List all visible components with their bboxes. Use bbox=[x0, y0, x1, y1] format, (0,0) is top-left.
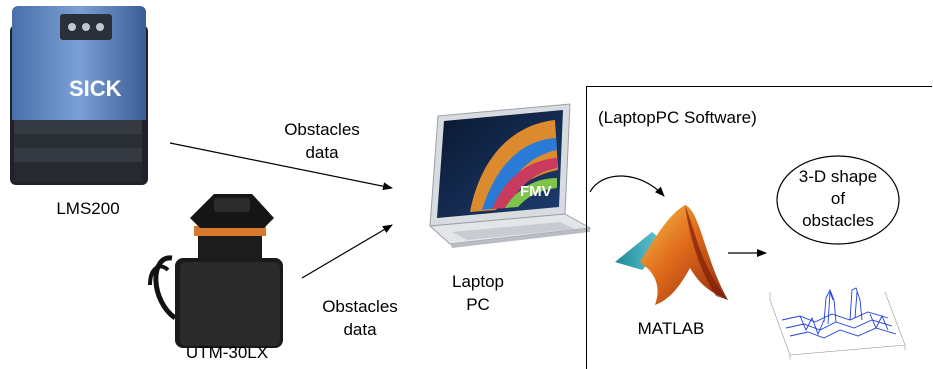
laptop-software-panel bbox=[586, 86, 932, 369]
output-bubble bbox=[776, 155, 900, 245]
bottom-arrow-label: Obstacles data bbox=[300, 295, 420, 341]
matlab-logo-image bbox=[615, 205, 728, 305]
laptop-label-line1: Laptop bbox=[452, 272, 504, 291]
laptop-label-line2: PC bbox=[466, 295, 490, 314]
laptop-label: Laptop PC bbox=[428, 270, 528, 316]
output-bubble-line2: of bbox=[830, 189, 846, 208]
bottom-arrow-label-line2: data bbox=[343, 320, 377, 339]
laptop-screen-brand: FMV bbox=[520, 183, 552, 200]
lms200-label: LMS200 bbox=[56, 199, 120, 218]
lms200-sensor-image: SICK bbox=[10, 6, 148, 185]
output-bubble-line1: 3-D shape bbox=[798, 167, 878, 186]
output-bubble-line3: obstacles bbox=[802, 211, 874, 230]
output-bubble-text: 3-D shape of obstacles bbox=[778, 166, 898, 232]
laptop-image: FMV bbox=[428, 103, 592, 248]
laptop-to-matlab-arrow bbox=[589, 175, 665, 197]
utm30lx-sensor-image bbox=[148, 194, 283, 348]
matlab-label: MATLAB bbox=[637, 319, 705, 338]
utm30lx-label: UTM-30LX bbox=[185, 343, 269, 362]
utm30lx-to-laptop-arrow bbox=[301, 224, 393, 279]
lms200-to-laptop-arrow bbox=[169, 142, 393, 191]
3d-surface-plot-image bbox=[769, 287, 906, 360]
sick-logo-text: SICK bbox=[69, 76, 122, 101]
top-arrow-label: Obstacles data bbox=[262, 118, 382, 164]
top-arrow-label-line2: data bbox=[305, 143, 339, 162]
software-panel-title: (LaptopPC Software) bbox=[598, 108, 757, 127]
bottom-arrow-label-line1: Obstacles bbox=[322, 297, 398, 316]
top-arrow-label-line1: Obstacles bbox=[284, 120, 360, 139]
